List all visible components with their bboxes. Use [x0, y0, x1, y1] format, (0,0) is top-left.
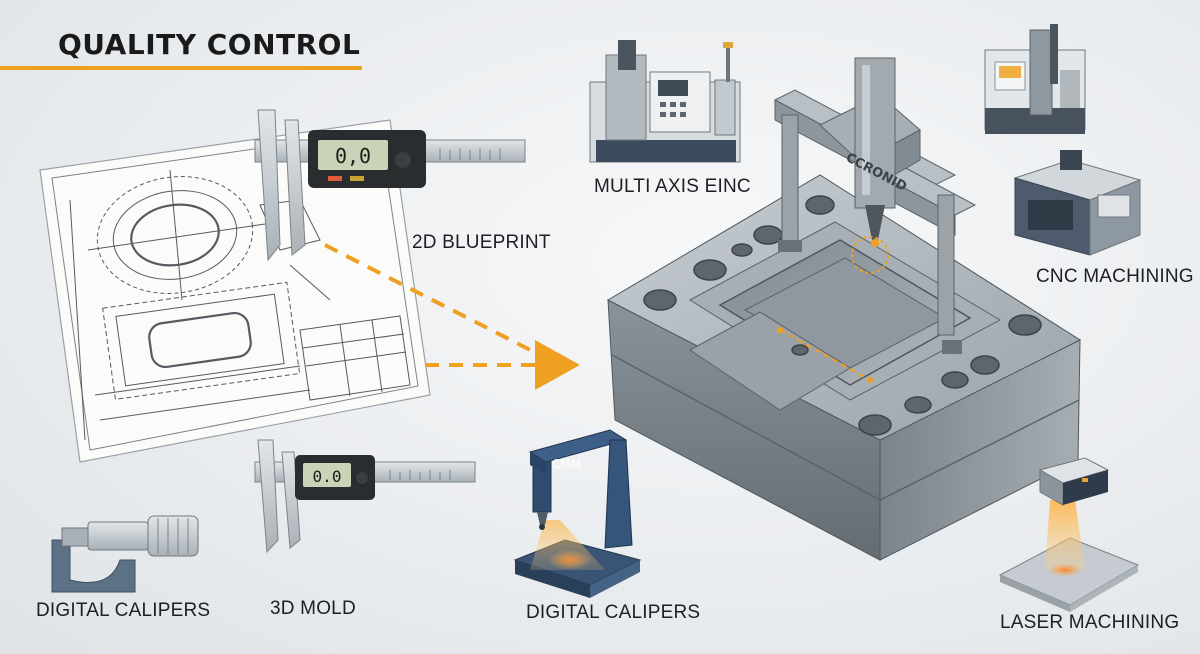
multi-axis-machine-icon	[589, 40, 741, 163]
label-digital-calipers-left: DIGITAL CALIPERS	[36, 600, 211, 621]
laser-machining-icon	[998, 457, 1140, 612]
title-underline	[0, 66, 362, 70]
label-multi-axis: MULTI AXIS EINC	[594, 176, 751, 197]
label-digital-calipers-center: DIGITAL CALIPERS	[526, 602, 701, 623]
page-title: QUALITY CONTROL	[58, 28, 361, 61]
cnc-unit-top-icon	[984, 24, 1086, 134]
cmm-label: CMM	[552, 457, 581, 471]
digital-caliper-bottom	[254, 439, 476, 554]
label-2d-blueprint: 2D BLUEPRINT	[412, 232, 551, 253]
blueprint-sheet	[39, 119, 431, 463]
micrometer-icon	[51, 515, 199, 593]
cmm-station-icon	[513, 429, 642, 598]
label-cnc-machining: CNC MACHINING	[1036, 266, 1194, 287]
label-3d-mold: 3D MOLD	[270, 598, 356, 619]
cnc-machine-icon	[1013, 150, 1142, 256]
label-laser-machining: LASER MACHINING	[1000, 612, 1180, 633]
digital-caliper-top	[254, 109, 526, 262]
cmm-bridge	[773, 57, 977, 354]
caliper-top-reading: 0,0	[335, 144, 371, 168]
3d-mold-block	[606, 174, 1082, 561]
caliper-bottom-reading: 0.0	[313, 467, 342, 486]
workflow-arrow	[324, 243, 580, 390]
